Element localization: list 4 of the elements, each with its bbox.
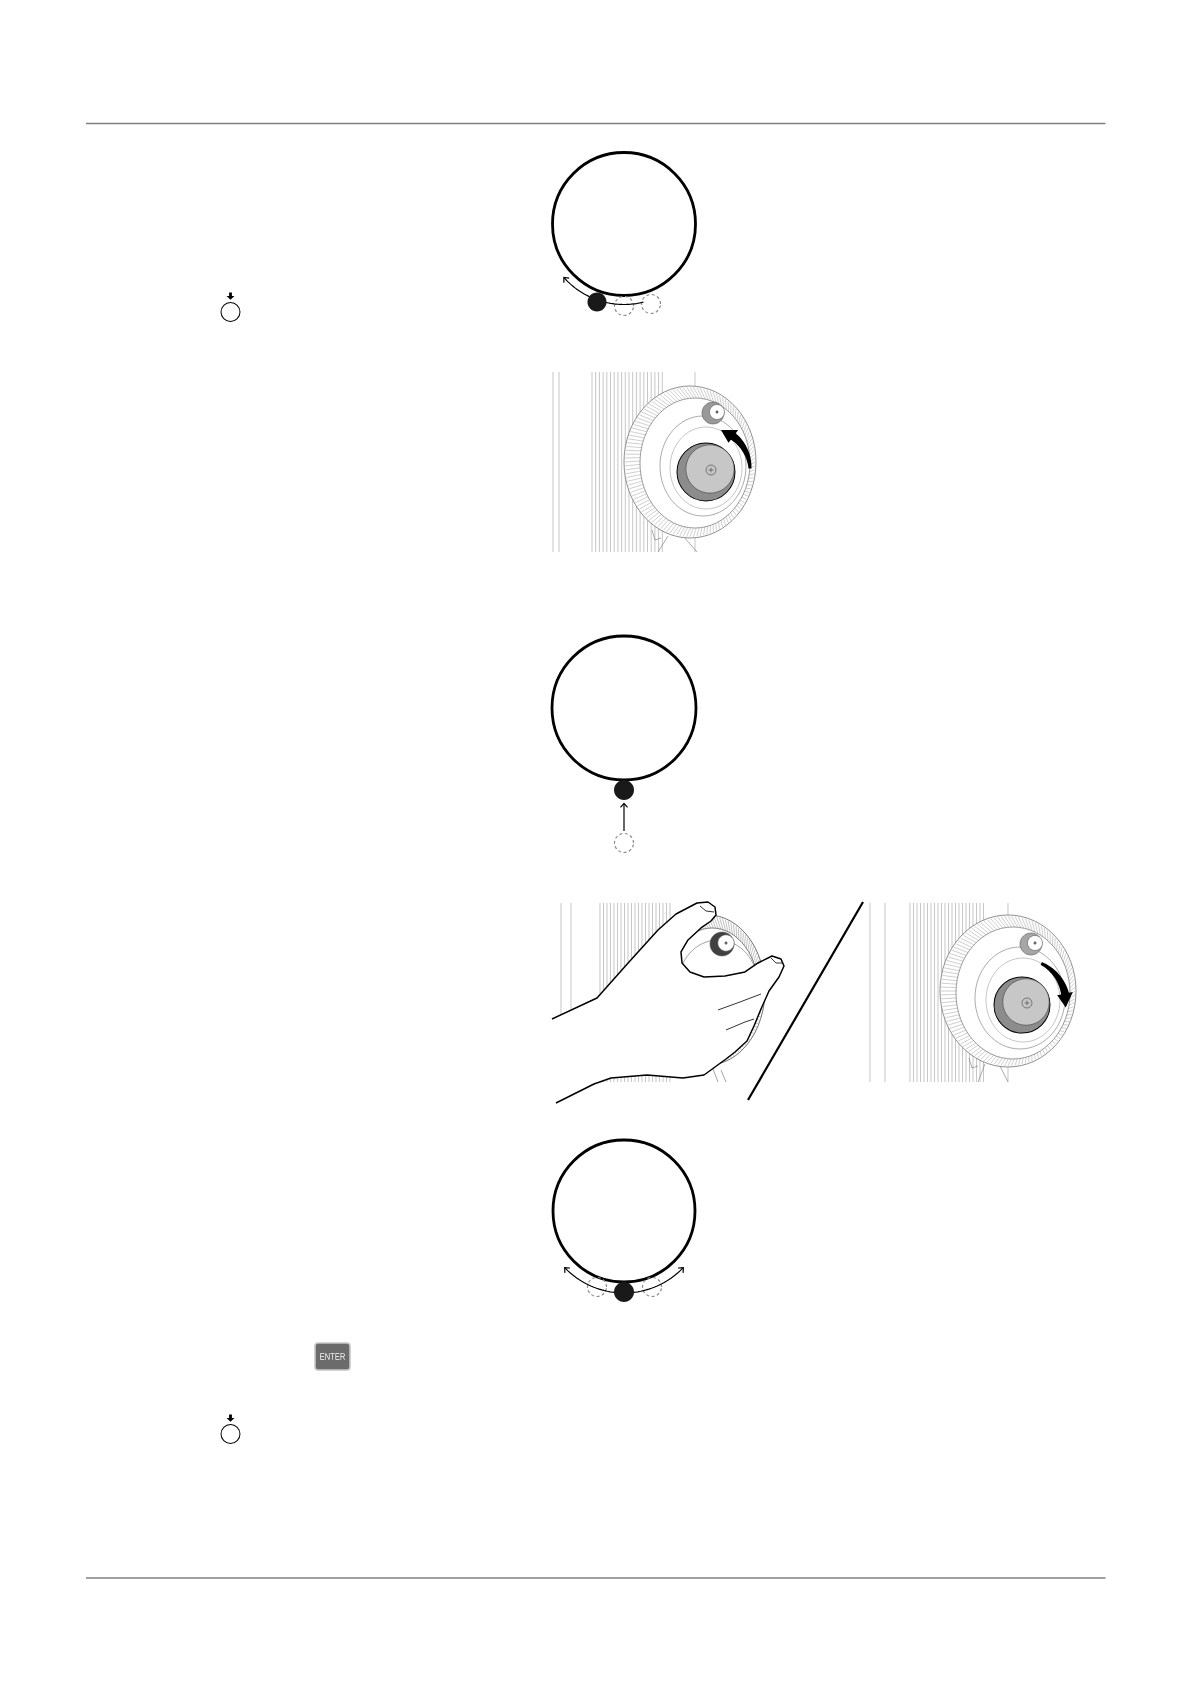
dial-circle: [551, 151, 697, 297]
dial-circle: [551, 1138, 697, 1284]
key-button: ENTER: [314, 1342, 351, 1371]
dial-circle: [550, 634, 698, 782]
